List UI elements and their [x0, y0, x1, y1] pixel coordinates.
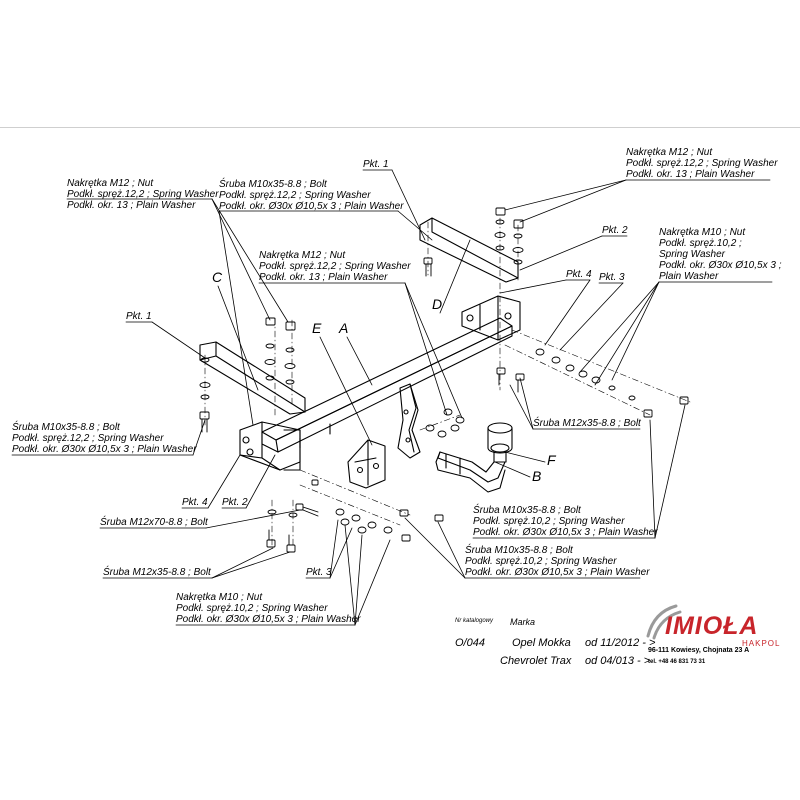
- label-pkt4-bottom: Pkt. 4: [182, 497, 208, 508]
- label-pkt3-bottom: Pkt. 3: [306, 567, 332, 578]
- catalog-make-label: Marka: [510, 617, 536, 627]
- part-letter-c: C: [212, 269, 223, 285]
- imiola-logo-mark: [646, 604, 682, 640]
- catalog-number-label: Nr katalogowy: [455, 618, 494, 624]
- left-bracket-c: [199, 341, 306, 471]
- part-letter-a: A: [339, 320, 349, 336]
- top-separator-line: [0, 127, 800, 128]
- label-pkt3-right: Pkt. 3: [599, 272, 625, 283]
- centre-plate-e: [347, 383, 421, 489]
- company-logo-name: IMIOŁA: [665, 612, 759, 640]
- catalog-number: O/044: [455, 637, 485, 649]
- note-bolt-m12x70: Śruba M12x70-8.8 ; Bolt: [100, 517, 208, 528]
- leader-lines: [151, 169, 686, 626]
- label-pkt2-right: Pkt. 2: [602, 225, 628, 236]
- company-address: 96-111 Kowiesy, Chojnata 23 A: [648, 647, 750, 654]
- tow-ball-assembly: [435, 422, 513, 493]
- part-letter-d: D: [432, 296, 443, 312]
- label-pkt2-bottom: Pkt. 2: [222, 497, 248, 508]
- catalog-from-chevrolet: od 04/013 - >: [585, 655, 651, 667]
- label-underlines: [11, 169, 773, 626]
- label-pkt4-right: Pkt. 4: [566, 269, 592, 280]
- label-pkt1-left: Pkt. 1: [126, 311, 152, 322]
- part-letter-e: E: [312, 320, 322, 336]
- note-bolt-m12x35-right: Śruba M12x35-8.8 ; Bolt: [533, 418, 641, 429]
- company-logo-sub: HAKPOL: [742, 639, 781, 648]
- part-letter-b: B: [532, 468, 542, 484]
- note-bolt-m12x35-left: Śruba M12x35-8.8 ; Bolt: [103, 567, 211, 578]
- label-pkt1-top: Pkt. 1: [363, 159, 389, 170]
- company-phone: tel. +48 46 831 73 31: [648, 659, 706, 665]
- right-bracket-d: [419, 217, 521, 341]
- fasteners: [199, 207, 689, 553]
- catalog-make-chevrolet: Chevrolet Trax: [500, 655, 572, 667]
- catalog-from-opel: od 11/2012 - >: [585, 637, 656, 649]
- part-letter-f: F: [547, 452, 556, 468]
- catalog-make-opel: Opel Mokka: [512, 637, 571, 649]
